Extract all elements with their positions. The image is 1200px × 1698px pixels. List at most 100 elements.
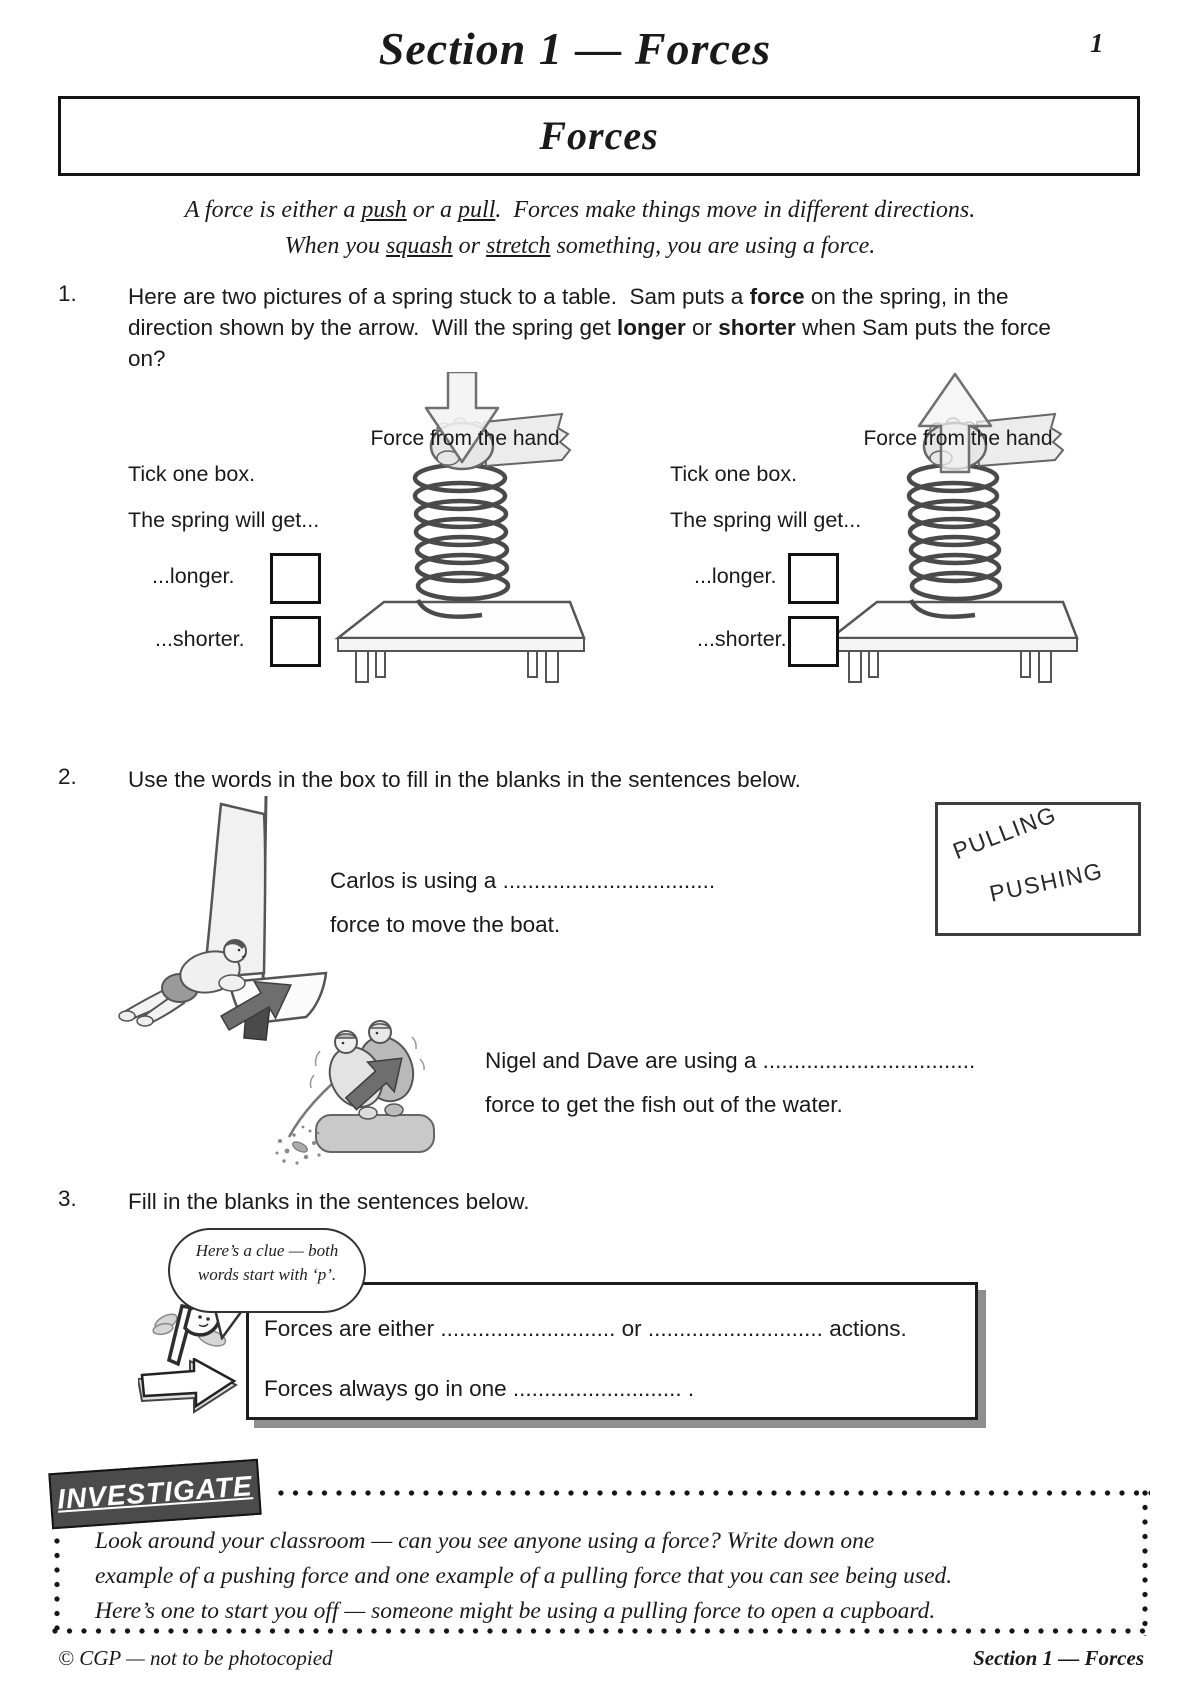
- worksheet-title-box: Forces: [58, 96, 1140, 176]
- motion-lines: [309, 1036, 425, 1089]
- spring-coil: [906, 462, 1003, 619]
- intro-part: . Forces make things move in different d…: [495, 197, 976, 223]
- nigel-sentence-line-2: force to get the fish out of the water.: [485, 1092, 843, 1117]
- footer-section: Section 1 — Forces: [973, 1646, 1144, 1670]
- spring-will-get-right: The spring will get...: [670, 508, 862, 532]
- carlos-sentence-line-2: force to move the boat.: [330, 912, 561, 937]
- fishermen: [328, 1020, 415, 1120]
- word-pushing: PUSHING: [987, 857, 1106, 907]
- question-3-number: 3.: [58, 1186, 77, 1211]
- clue-bubble: Here’s a clue — both words start with ‘p…: [168, 1228, 366, 1313]
- tick-instruction-right: Tick one box.: [670, 462, 798, 486]
- intro-part: A force is either a: [184, 197, 362, 223]
- wings: [152, 1313, 227, 1347]
- pushing-man: [118, 939, 247, 1027]
- investigate-badge: INVESTIGATE: [48, 1458, 262, 1530]
- intro-part: When you: [284, 233, 386, 259]
- underlined-word-squash: squash: [385, 233, 453, 259]
- clue-text-line-2: words start with ‘p’.: [197, 1265, 337, 1284]
- investigate-line-3: Here’s one to start you off — someone mi…: [95, 1598, 936, 1624]
- underlined-word-stretch: stretch: [486, 233, 551, 259]
- sentence-2-text: Forces always go in one: [264, 1376, 513, 1401]
- underlined-word-pull: pull: [458, 197, 496, 223]
- longer-option-left: ...longer.: [152, 564, 235, 588]
- nigel-text: Nigel and Dave are using a: [485, 1048, 763, 1073]
- answer-blank[interactable]: ............................: [440, 1316, 616, 1341]
- q1-bold-longer: longer: [616, 315, 686, 340]
- sentence-1-text: actions.: [822, 1316, 907, 1341]
- force-label-left: Force from the hand: [370, 427, 560, 450]
- spring-push-illustration: [334, 372, 586, 683]
- dotted-border-left: [54, 1538, 60, 1630]
- investigate-line-2: example of a pushing force and one examp…: [95, 1563, 953, 1589]
- q1-part: or: [685, 315, 719, 340]
- q1-bold-force: force: [749, 284, 805, 309]
- question-2-text: Use the words in the box to fill in the …: [128, 767, 801, 792]
- word-box: PULLING PUSHING: [935, 800, 1141, 936]
- answer-blank[interactable]: ...........................: [512, 1376, 682, 1401]
- q1-part: when Sam puts the force on?: [128, 315, 1058, 371]
- spring-pull-illustration: [827, 372, 1079, 683]
- answer-blank[interactable]: ..................................: [502, 868, 716, 893]
- spring-will-get-left: The spring will get...: [128, 508, 320, 532]
- longer-option-right: ...longer.: [694, 564, 777, 588]
- shorter-option-left: ...shorter.: [155, 627, 245, 651]
- sentence-1-text: or: [615, 1316, 648, 1341]
- intro-part: or a: [406, 197, 459, 223]
- dotted-border-right: [1142, 1490, 1148, 1636]
- down-arrow-icon: [424, 372, 500, 464]
- worksheet-title: Forces: [539, 113, 659, 158]
- footer-copyright: © CGP — not to be photocopied: [58, 1646, 333, 1670]
- water-splash: [275, 1125, 321, 1165]
- word-pulling: PULLING: [949, 800, 1061, 865]
- question-1-number: 1.: [58, 281, 77, 306]
- rock: [315, 1114, 435, 1153]
- carlos-sentence-line-1: Carlos is using a ......................…: [330, 868, 715, 894]
- q1-bold-shorter: shorter: [718, 315, 796, 340]
- arm: [975, 412, 1065, 468]
- dotted-border-top: [278, 1490, 1150, 1496]
- pull-direction-arrow-icon: [344, 1057, 403, 1111]
- sentence-1-text: Forces are either: [264, 1316, 441, 1341]
- clue-text-line-1: Here’s a clue — both: [195, 1241, 339, 1260]
- arm: [482, 412, 572, 468]
- sentence-box: [246, 1282, 978, 1420]
- tick-instruction-left: Tick one box.: [128, 462, 256, 486]
- answer-blank[interactable]: ..................................: [762, 1048, 976, 1073]
- intro-text: A force is either a push or a pull. Forc…: [0, 192, 1160, 264]
- investigate-line-1: Look around your classroom — can you see…: [95, 1528, 875, 1554]
- investigate-badge-label: INVESTIGATE: [56, 1470, 254, 1515]
- checkbox-shorter-right[interactable]: [788, 616, 839, 667]
- section-header-title: Section 1 — Forces: [378, 23, 772, 74]
- intro-part: something, you are using a force.: [550, 233, 876, 259]
- right-arrow-icon: [138, 1358, 238, 1414]
- boat-push-illustration: [118, 795, 328, 1041]
- checkbox-longer-right[interactable]: [788, 553, 839, 604]
- question-3-text: Fill in the blanks in the sentences belo…: [128, 1189, 530, 1214]
- q1-part: Here are two pictures of a spring stuck …: [128, 284, 750, 309]
- dotted-border-bottom: [52, 1628, 1148, 1634]
- page-number: 1: [1090, 28, 1104, 58]
- answer-blank[interactable]: ............................: [647, 1316, 823, 1341]
- sentence-1: Forces are either ......................…: [264, 1316, 907, 1342]
- sentence-2: Forces always go in one ................…: [264, 1376, 694, 1402]
- underlined-word-push: push: [361, 197, 407, 223]
- fishing-pull-illustration: [275, 1020, 435, 1165]
- sentence-2-text: .: [681, 1376, 695, 1401]
- checkbox-shorter-left[interactable]: [270, 616, 321, 667]
- carlos-text: Carlos is using a: [330, 868, 503, 893]
- intro-line-1: A force is either a push or a pull. Forc…: [0, 192, 1160, 228]
- question-2-number: 2.: [58, 764, 77, 789]
- sail: [202, 802, 267, 980]
- force-label-right: Force from the hand: [863, 427, 1053, 450]
- checkbox-longer-left[interactable]: [270, 553, 321, 604]
- shorter-option-right: ...shorter.: [697, 627, 787, 651]
- push-direction-arrow-icon: [220, 980, 293, 1031]
- question-1-text: Here are two pictures of a spring stuck …: [128, 281, 1078, 374]
- up-arrow-icon: [917, 372, 993, 474]
- spring-coil: [412, 462, 511, 619]
- q1-part: on the spring, in the direction shown by…: [128, 284, 1015, 340]
- nigel-sentence-line-1: Nigel and Dave are using a .............…: [485, 1048, 975, 1074]
- intro-line-2: When you squash or stretch something, yo…: [0, 228, 1160, 264]
